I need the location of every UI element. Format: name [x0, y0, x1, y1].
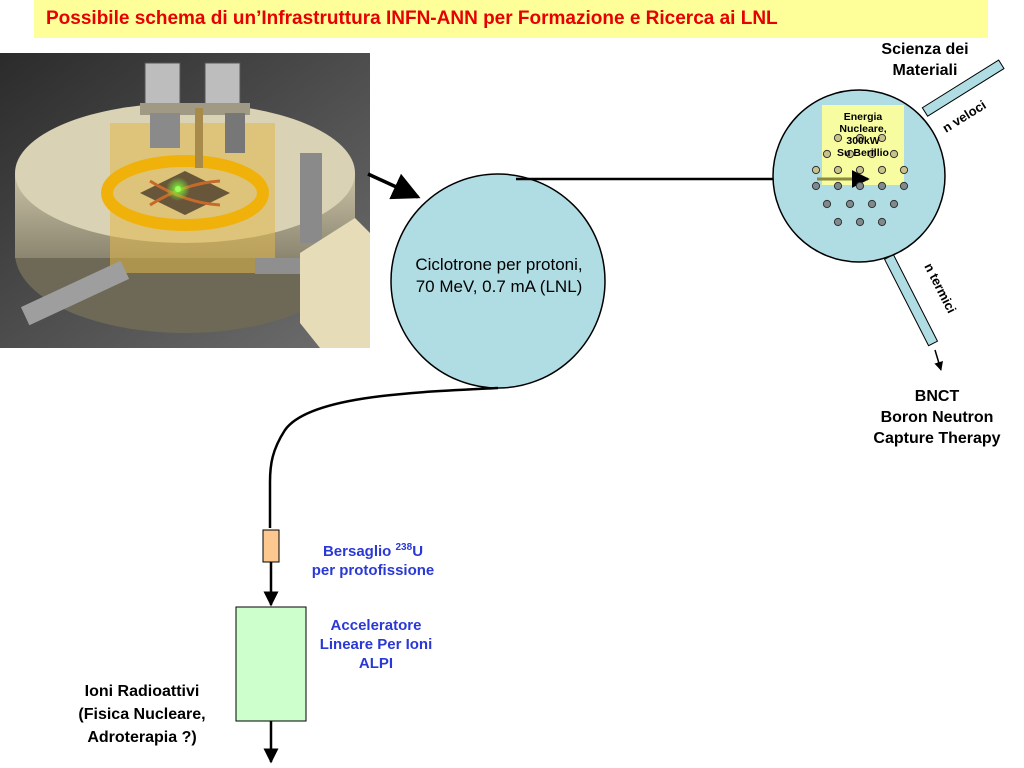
linac-label: Acceleratore Lineare Per Ioni ALPI	[306, 616, 446, 673]
bnct-line3: Capture Therapy	[873, 430, 1001, 447]
slide-title: Possibile schema di un’Infrastruttura IN…	[34, 0, 988, 38]
uranium-prefix: Bersaglio	[322, 543, 396, 560]
linac-box	[235, 606, 307, 722]
materials-line1: Scienza dei	[881, 41, 969, 58]
bnct-line2: Boron Neutron	[880, 409, 994, 426]
materials-science-label: Scienza dei Materiali	[870, 39, 980, 81]
uranium-element: U	[412, 543, 424, 560]
energy-core-line4: Su Berillio	[837, 147, 889, 159]
cyclotron-label: Ciclotrone per protoni, 70 MeV, 0.7 mA (…	[392, 254, 606, 298]
beryllium-dots	[811, 133, 909, 227]
uranium-target-line2: per protofissione	[311, 562, 435, 579]
energy-core-label: Energia Nucleare, 300kW Su Berillio	[822, 111, 904, 159]
ions-line3: Adroterapia ?)	[87, 729, 197, 746]
beam-line-to-linac	[268, 386, 499, 528]
photo-to-cyclotron-arrow	[367, 172, 421, 200]
uranium-target-box	[262, 529, 280, 563]
cyclotron-label-line2: 70 MeV, 0.7 mA (LNL)	[415, 277, 583, 296]
bnct-label: BNCT Boron Neutron Capture Therapy	[850, 386, 1024, 449]
energy-core-line2: Nucleare,	[839, 123, 887, 135]
radioactive-ions-label: Ioni Radioattivi (Fisica Nucleare, Adrot…	[52, 680, 232, 749]
linac-line2: Lineare Per Ioni	[319, 636, 433, 653]
thermal-neutron-arrow	[934, 349, 943, 371]
thermal-neutrons-label: n termici	[921, 261, 959, 316]
linac-line3: ALPI	[358, 655, 394, 672]
bnct-line1: BNCT	[914, 388, 960, 405]
ions-line1: Ioni Radioattivi	[84, 683, 200, 700]
uranium-target-label: Bersaglio 238U per protofissione	[298, 538, 448, 580]
ions-line2: (Fisica Nucleare,	[78, 706, 206, 723]
uranium-target-line1: Bersaglio 238U	[298, 538, 448, 561]
uranium-isotope: 238	[395, 542, 413, 553]
linac-line1: Acceleratore	[330, 617, 422, 634]
cyclotron-photo	[0, 53, 370, 348]
fast-neutron-channel	[921, 59, 1005, 117]
materials-line2: Materiali	[892, 62, 958, 79]
energy-core-line1: Energia	[843, 111, 883, 123]
cyclotron-label-line1: Ciclotrone per protoni,	[415, 255, 583, 274]
energy-core-line3: 300kW	[846, 135, 880, 147]
